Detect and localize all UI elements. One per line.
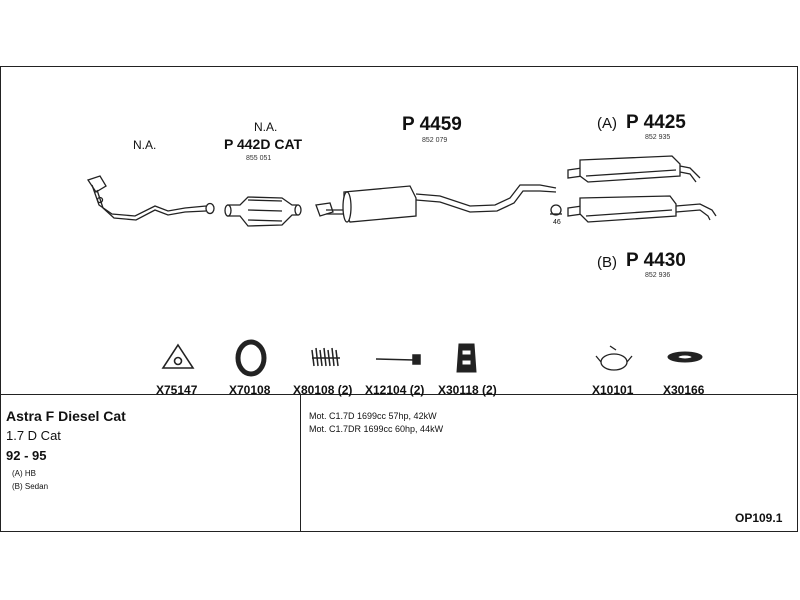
motor-line-1: Mot. C1.7D 1699cc 57hp, 42kW — [309, 411, 437, 421]
front-pipe-drawing — [86, 175, 215, 221]
bolt-icon — [375, 354, 421, 365]
hanger-ring-drawing — [550, 204, 562, 216]
diagram-frame — [0, 66, 798, 532]
catalyst-ref: 855 051 — [246, 155, 272, 162]
diagram-code: OP109.1 — [735, 511, 783, 525]
variant-b-note: (B) Sedan — [12, 482, 49, 491]
catalyst-drawing — [224, 196, 302, 227]
accessory-code-7: X30166 — [663, 383, 705, 397]
front-pipe-label: N.A. — [133, 138, 157, 152]
catalyst-part-number: P 442D CAT — [224, 136, 303, 152]
catalyst-na-label: N.A. — [254, 120, 278, 134]
vehicle-engine: 1.7 D Cat — [6, 428, 61, 443]
vehicle-years: 92 - 95 — [6, 448, 47, 463]
accessory-code-1: X75147 — [156, 383, 198, 397]
rear-b-variant: (B) — [597, 254, 617, 271]
variant-a-note: (A) HB — [12, 469, 36, 478]
flat-gasket-icon — [667, 351, 703, 363]
gasket-triangle-icon — [161, 343, 195, 369]
hanger-number: 46 — [553, 219, 561, 226]
ring-gasket-icon — [235, 339, 267, 377]
vehicle-model: Astra F Diesel Cat — [6, 408, 126, 424]
middle-silencer-drawing — [315, 184, 557, 223]
rear-silencer-a-drawing — [567, 155, 701, 183]
rear-a-ref: 852 935 — [645, 134, 671, 141]
spring-icon — [311, 347, 340, 367]
rear-silencer-b-drawing — [567, 195, 717, 223]
rear-b-ref: 852 936 — [645, 272, 671, 279]
motor-line-2: Mot. C1.7DR 1699cc 60hp, 44kW — [309, 424, 444, 434]
accessory-code-3: X80108 (2) — [293, 383, 353, 397]
clamp-icon — [595, 345, 633, 371]
accessory-code-6: X10101 — [592, 383, 634, 397]
rubber-mount-icon — [456, 343, 477, 373]
accessory-code-2: X70108 — [229, 383, 271, 397]
divider-horizontal — [0, 394, 798, 395]
rear-b-part-number: P 4430 — [626, 250, 686, 271]
middle-part-number: P 4459 — [402, 114, 462, 135]
rear-a-variant: (A) — [597, 115, 617, 132]
accessory-code-5: X30118 (2) — [438, 383, 497, 397]
rear-a-part-number: P 4425 — [626, 112, 686, 133]
divider-vertical — [300, 394, 301, 532]
middle-ref: 852 079 — [422, 137, 448, 144]
accessory-code-4: X12104 (2) — [365, 383, 425, 397]
